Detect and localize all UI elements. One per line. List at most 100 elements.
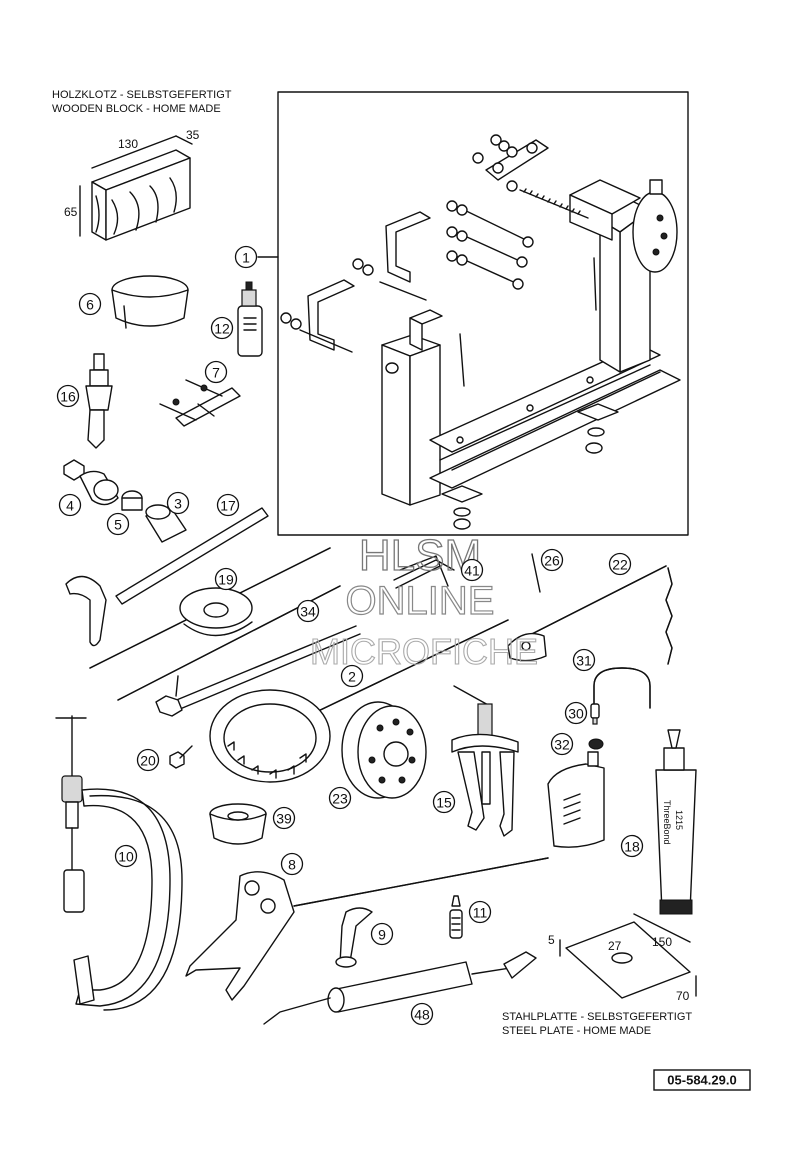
watermark: HLSM ONLINE MICROFICHE (309, 530, 538, 672)
callout-circle (410, 1002, 434, 1026)
hex-key-41-drawing (393, 555, 455, 589)
callout-number: 12 (214, 321, 230, 337)
wooden-block-note-en: WOODEN BLOCK - HOME MADE (52, 103, 221, 115)
callout-circle (296, 599, 320, 623)
callout-41: 41 (460, 558, 484, 582)
callout-number: 7 (212, 365, 220, 381)
callout-number: 20 (140, 753, 156, 769)
chain-wrench-22-drawing (507, 565, 673, 665)
callout-circle (620, 834, 644, 858)
callout-circle (328, 786, 352, 810)
callout-17: 17 (216, 493, 240, 517)
callout-circle (432, 790, 456, 814)
callout-circle (106, 512, 130, 536)
puller-10-drawing (55, 715, 183, 1011)
callout-circle (204, 360, 228, 384)
callout-4: 4 (58, 493, 82, 517)
callout-number: 19 (218, 572, 234, 588)
callout-10: 10 (114, 844, 138, 868)
callout-circle (166, 491, 190, 515)
callout-layer: 1234567891011121516171819202223263031323… (56, 245, 644, 1026)
block-length-dim: 130 (118, 137, 138, 151)
valve-30-drawing (590, 703, 600, 725)
callout-number: 48 (414, 1007, 430, 1023)
callout-circle (114, 844, 138, 868)
flywheel-23-drawing (341, 701, 427, 799)
wooden-block-note-de: HOLZKLOTZ - SELBSTGEFERTIGT (52, 89, 232, 101)
pin-11-drawing (449, 895, 463, 939)
callout-number: 22 (612, 557, 628, 573)
callout-number: 30 (568, 706, 584, 722)
callout-32: 32 (550, 732, 574, 756)
oil-bottle-drawing (547, 751, 605, 848)
callout-circle (608, 552, 632, 576)
puller-16-drawing (85, 353, 113, 449)
block-height-dim: 65 (64, 205, 78, 219)
callout-circle (370, 922, 394, 946)
callout-9: 9 (370, 922, 394, 946)
callout-circle (78, 292, 102, 316)
callout-22: 22 (608, 552, 632, 576)
callout-number: 10 (118, 849, 134, 865)
pin-26-drawing (531, 553, 541, 593)
grease-gun-48-drawing (263, 951, 537, 1025)
callout-number: 16 (60, 389, 76, 405)
callout-number: 11 (473, 905, 488, 921)
figure-number-box (653, 1069, 751, 1091)
callout-19: 19 (214, 567, 238, 591)
callout-circle (216, 493, 240, 517)
hose-31-drawing (593, 667, 651, 709)
callout-number: 17 (220, 498, 236, 514)
steel-plate-note-en: STEEL PLATE - HOME MADE (502, 1025, 651, 1037)
fork-tool-17-drawing (65, 507, 269, 647)
callout-circle (572, 648, 596, 672)
sealant-tube-18-drawing (655, 729, 697, 915)
callout-circle (564, 701, 588, 725)
callout-number: 26 (544, 553, 560, 569)
callout-39: 39 (272, 806, 296, 830)
watermark-line-2: ONLINE (346, 579, 495, 623)
bracket-8-drawing (185, 857, 549, 1001)
callout-circle (550, 732, 574, 756)
engine-stand-frame-box (277, 91, 689, 536)
callout-number: 15 (436, 795, 452, 811)
callout-number: 3 (174, 496, 182, 512)
callout-16: 16 (56, 384, 80, 408)
callout-6: 6 (78, 292, 102, 316)
cup-39-drawing (209, 803, 267, 845)
callout-circle (340, 664, 364, 688)
tube-12-drawing (237, 281, 263, 357)
callout-number: 5 (114, 517, 122, 533)
callout-number: 32 (554, 737, 570, 753)
callout-26: 26 (540, 548, 564, 572)
callout-circle (280, 852, 304, 876)
callout-2: 2 (340, 664, 364, 688)
callout-15: 15 (432, 790, 456, 814)
callout-23: 23 (328, 786, 352, 810)
callout-7: 7 (204, 360, 228, 384)
callout-3: 3 (166, 491, 190, 515)
wrench-34-drawing (155, 625, 361, 717)
callout-number: 23 (332, 791, 348, 807)
callout-20: 20 (136, 748, 160, 772)
callout-circle (460, 558, 484, 582)
block-width-dim: 35 (186, 128, 200, 142)
holder-2-drawing (209, 619, 509, 783)
figure-number: 05-584.29.0 (667, 1073, 736, 1088)
callout-circle (468, 900, 492, 924)
plate-length-dim: 150 (652, 935, 672, 949)
callout-5: 5 (106, 512, 130, 536)
callout-18: 18 (620, 834, 644, 858)
callout-34: 34 (296, 599, 320, 623)
watermark-line-3: MICROFICHE (310, 631, 538, 672)
steel-plate-drawing (559, 913, 697, 999)
callout-circle (272, 806, 296, 830)
callout-31: 31 (572, 648, 596, 672)
ring-6-drawing (111, 275, 189, 329)
callout-number: 39 (276, 811, 292, 827)
callout-circle (136, 748, 160, 772)
callout-number: 9 (378, 927, 386, 943)
engine-stand-drawing (280, 134, 681, 530)
callout-number: 2 (348, 669, 356, 685)
